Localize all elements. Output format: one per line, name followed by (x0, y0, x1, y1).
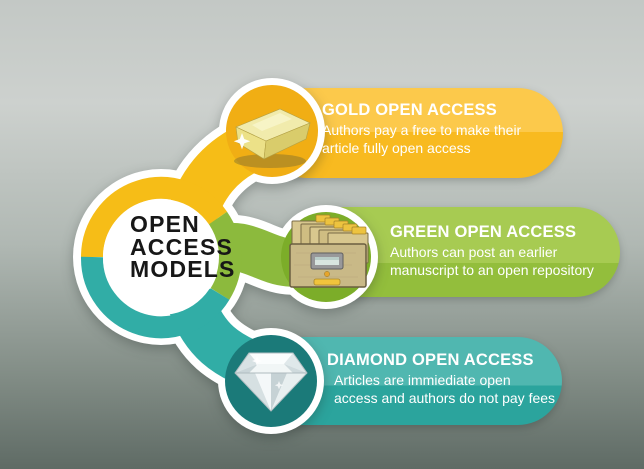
hub-ring (80, 176, 242, 339)
file-cabinet-icon (289, 214, 369, 288)
hub-ring-gold-segment (80, 176, 228, 258)
hub-ring-green-segment (208, 211, 242, 300)
hub-circle (103, 199, 219, 315)
green-desc-line: manuscript to an open repository (390, 261, 594, 278)
gold-desc-line: Authors pay a free to make their (322, 122, 522, 138)
diamond-desc-line: access and authors do not pay fees (334, 389, 556, 406)
diamond-branch-title: DIAMOND OPEN ACCESS (327, 351, 534, 369)
cabinet-handle (313, 278, 341, 286)
green-branch-text: GREEN OPEN ACCESS Authors can post an ea… (390, 222, 594, 279)
diamond-pill (246, 337, 562, 425)
diamond-branch-text: DIAMOND OPEN ACCESS Articles are immiedi… (327, 350, 555, 407)
gold-pill (262, 88, 563, 178)
diamond-icon (234, 352, 308, 412)
hub-title: OPEN ACCESS MODELS (130, 213, 236, 281)
diamond-branch-description: Articles are immiediate open access and … (334, 372, 555, 407)
hub-title-line: MODELS (130, 256, 236, 282)
hub-title-line: ACCESS (130, 233, 234, 260)
gold-bar-icon (233, 108, 311, 168)
gold-branch-text: GOLD OPEN ACCESS Authors pay a free to m… (322, 100, 521, 157)
hub-ring-teal-segment (80, 256, 230, 339)
diamond-desc-line: Articles are immiediate open (334, 372, 511, 388)
hub-title-line: OPEN (130, 211, 200, 237)
pill-layer (246, 88, 620, 425)
gold-branch-description: Authors pay a free to make their article… (322, 122, 521, 157)
gold-desc-line: article fully open access (322, 139, 471, 156)
green-branch-description: Authors can post an earlier manuscript t… (390, 244, 594, 279)
green-desc-line: Authors can post an earlier (390, 244, 558, 260)
green-branch-title: GREEN OPEN ACCESS (390, 223, 577, 241)
gold-branch-title: GOLD OPEN ACCESS (322, 101, 497, 119)
